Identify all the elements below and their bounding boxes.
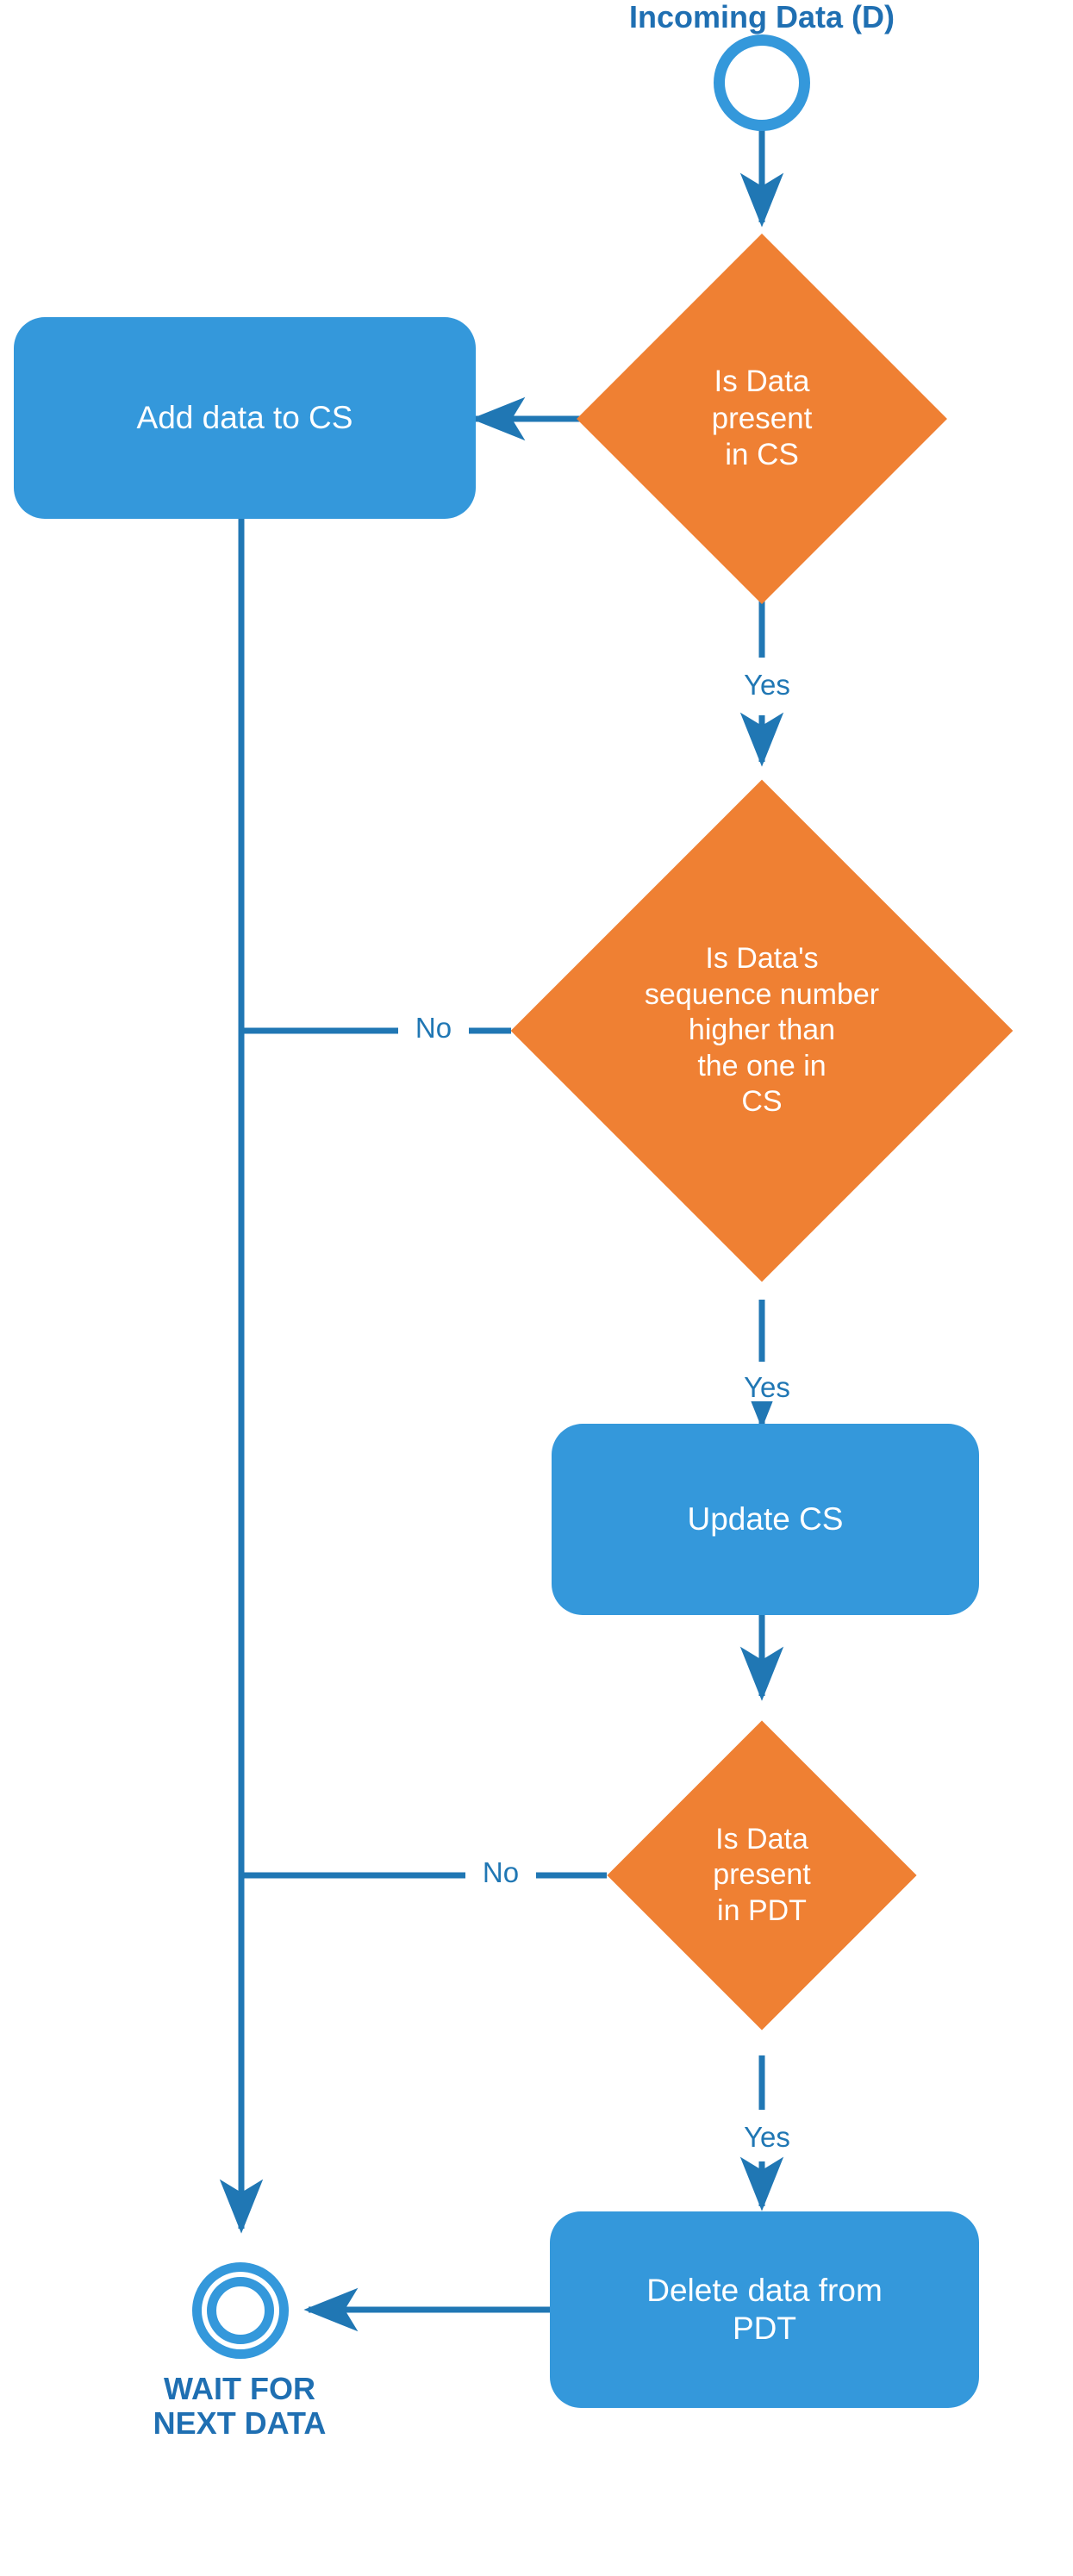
edge-label-decision3-no: No [465, 1858, 536, 1887]
edge-label-decision2-yes: Yes [726, 1373, 808, 1401]
start-node[interactable] [714, 34, 810, 131]
process-add-data-to-cs[interactable]: Add data to CS [14, 317, 476, 519]
end-node[interactable] [192, 2262, 289, 2359]
process-label: Delete data from PDT [646, 2273, 883, 2346]
process-update-cs[interactable]: Update CS [552, 1424, 979, 1615]
process-delete-data-from-pdt[interactable]: Delete data from PDT [550, 2211, 979, 2408]
edge-label-decision1-yes: Yes [726, 671, 808, 699]
decision-is-data-present-in-cs[interactable]: Is Data present in CS [577, 234, 947, 604]
decision-label: Is Data present in PDT [713, 1822, 811, 1927]
start-node-caption: Incoming Data (D) [628, 0, 895, 34]
end-node-caption: WAIT FOR NEXT DATA [153, 2371, 327, 2442]
process-label: Add data to CS [136, 400, 353, 436]
edge-label-decision3-yes: Yes [726, 2123, 808, 2151]
decision-label: Is Data present in CS [711, 364, 813, 472]
decision-is-data-present-in-pdt[interactable]: Is Data present in PDT [607, 1720, 917, 2030]
process-label: Update CS [687, 1501, 844, 1537]
decision-label: Is Data's sequence number higher than th… [644, 942, 880, 1119]
decision-sequence-number-higher[interactable]: Is Data's sequence number higher than th… [510, 779, 1014, 1282]
end-node-inner-ring [207, 2277, 274, 2344]
edge-label-decision2-no: No [398, 1014, 469, 1042]
